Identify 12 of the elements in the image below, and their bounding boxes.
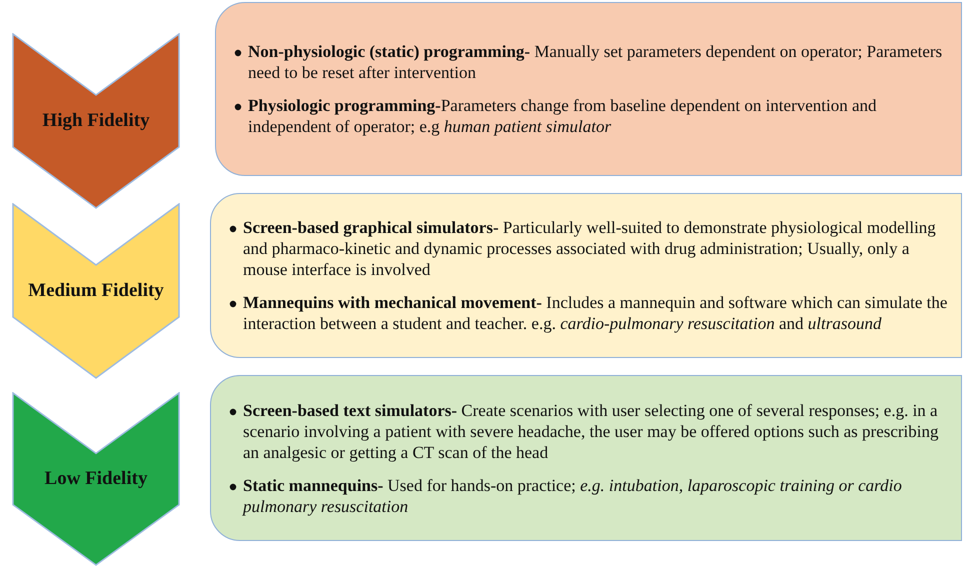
description-text: Screen-based text simulators- Create scenarios with user selecting one of several responses; e.g. in a scenario involving a patient with severe headache, the user may be offered options such as prescribing an analgesic or getting a CT scan of the head — [243, 400, 940, 462]
level-label: High Fidelity — [42, 110, 150, 132]
description-text: Screen-based graphical simulators- Particularly well-suited to demonstrate physiological modelling and pharmaco-kinetic and dynamic processes associated with drug administration; Usually, only a mouse interface is involved — [243, 217, 937, 280]
description-text: Static mannequins- Used for hands-on practice; e.g. intubation, laparoscopic training or cardio pulmonary resuscitation — [243, 474, 903, 516]
description-box — [215, 2, 962, 176]
description-text: Non-physiologic (static) programming- Manually set parameters dependent on operator; Parameters need to be reset after intervention — [248, 41, 944, 83]
level-label: Medium Fidelity — [28, 280, 164, 302]
level-label: Low Fidelity — [44, 468, 148, 490]
description-box — [210, 193, 962, 358]
description-box — [210, 375, 962, 541]
description-text: Mannequins with mechanical movement- Includes a mannequin and software which can simulate the interaction between a student and teacher. e.g. cardio-pulmonary resuscitation and ultrasound — [243, 292, 948, 334]
description-text: Physiologic programming-Parameters change from baseline dependent on intervention and independent of operator; e.g human patient simulator — [248, 95, 878, 137]
